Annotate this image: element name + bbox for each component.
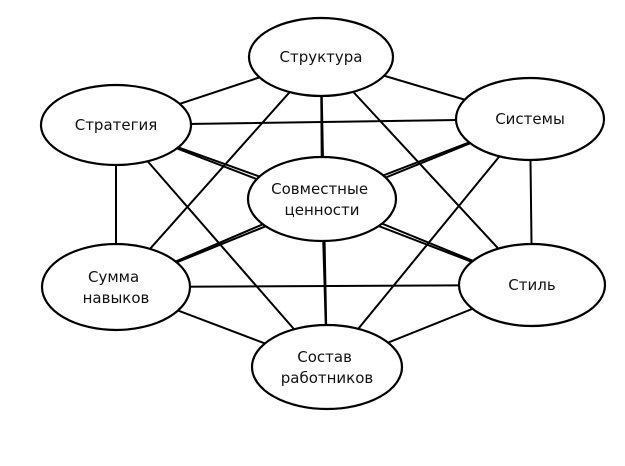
node-systems: Системы: [454, 76, 606, 162]
node-shared-values-label: Совместные ценности: [271, 180, 373, 219]
node-staff-label: Состав работников: [281, 348, 374, 387]
node-style-label: Стиль: [508, 276, 555, 294]
node-shared-values: Совместные ценности: [246, 155, 398, 243]
node-staff: Состав работников: [250, 323, 404, 411]
node-structure-label: Структура: [280, 48, 363, 66]
node-skills-label: Сумма навыков: [83, 268, 150, 307]
node-systems-label: Системы: [495, 110, 565, 128]
node-style: Стиль: [457, 242, 607, 328]
edge-strategy-staff: [115, 124, 328, 368]
edge-structure-style: [320, 56, 533, 286]
node-skills: Сумма навыков: [40, 242, 192, 332]
node-strategy: Стратегия: [39, 83, 193, 167]
node-strategy-label: Стратегия: [75, 116, 158, 134]
node-structure: Структура: [247, 16, 395, 98]
